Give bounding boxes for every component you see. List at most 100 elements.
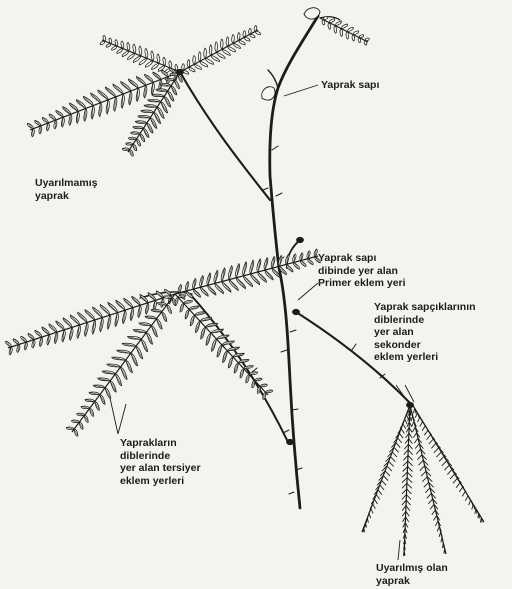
folded-leaflet bbox=[478, 513, 480, 518]
folded-leaflet bbox=[437, 526, 441, 531]
leader-line bbox=[398, 540, 400, 560]
pinna-body bbox=[175, 21, 262, 80]
leader-line bbox=[118, 404, 126, 434]
pinna bbox=[3, 282, 179, 361]
leaflet-groups bbox=[3, 8, 484, 556]
label-line: diblerinde bbox=[374, 314, 476, 327]
folded-leaflet bbox=[405, 414, 409, 419]
stem-segment bbox=[190, 294, 288, 442]
leaflet-vein bbox=[119, 95, 127, 106]
folded-leaflet bbox=[459, 487, 466, 492]
pinna-body bbox=[98, 32, 183, 81]
closed-pinna bbox=[412, 404, 484, 523]
leader-line bbox=[284, 85, 318, 96]
folded-leaflet bbox=[373, 494, 380, 499]
label-tertiary-pulvini: Yaprakların diblerinde yer alan tersiyer… bbox=[120, 437, 201, 487]
label-line: yaprak bbox=[35, 190, 97, 203]
rachis bbox=[320, 18, 368, 42]
folded-leaflet bbox=[363, 527, 365, 532]
leaflet-vein bbox=[82, 110, 89, 120]
folded-leaflet bbox=[371, 499, 377, 504]
pinna bbox=[172, 243, 322, 306]
leaflet-vein bbox=[96, 104, 104, 115]
thorn bbox=[290, 330, 296, 332]
label-line: Yaprak sapı bbox=[318, 252, 406, 265]
leaflet-vein bbox=[67, 116, 73, 124]
thorn bbox=[252, 368, 257, 372]
rachis bbox=[102, 40, 180, 72]
label-line: Yaprakların bbox=[120, 437, 201, 450]
leaflet-vein bbox=[142, 87, 149, 97]
label-line: Primer eklem yeri bbox=[318, 277, 406, 290]
label-line: Uyarılmış olan bbox=[376, 562, 448, 575]
label-leader-lines bbox=[110, 85, 414, 560]
label-line: yer alan bbox=[374, 326, 476, 339]
label-unstimulated-leaf: Uyarılmamış yaprak bbox=[35, 177, 97, 202]
pinna bbox=[98, 32, 183, 81]
label-line: yaprak bbox=[376, 575, 448, 588]
pinna bbox=[317, 12, 371, 49]
folded-leaflet bbox=[370, 504, 375, 509]
label-primary-pulvinus: Yaprak sapı dibinde yer alan Primer ekle… bbox=[318, 252, 406, 290]
pulvinus-mark bbox=[287, 439, 294, 444]
folded-leaflet bbox=[412, 427, 418, 432]
closed-pinna bbox=[402, 405, 413, 556]
leaflet bbox=[122, 49, 129, 58]
label-line: eklem yerleri bbox=[374, 351, 476, 364]
pinna bbox=[166, 286, 277, 403]
label-line: yer alan tersiyer bbox=[120, 462, 201, 475]
folded-leaflet bbox=[432, 510, 439, 515]
thorn bbox=[276, 193, 282, 196]
thorn bbox=[352, 344, 356, 350]
thorn bbox=[272, 146, 278, 150]
label-line: sekonder bbox=[374, 339, 476, 352]
folded-leaflet bbox=[415, 413, 419, 418]
leader-line bbox=[110, 398, 118, 434]
pulvinus-mark bbox=[297, 237, 304, 242]
label-line: Uyarılmamış bbox=[35, 177, 97, 190]
folded-leaflet bbox=[368, 513, 371, 518]
rachis bbox=[175, 256, 318, 294]
label-line: Yaprak sapı bbox=[321, 79, 379, 92]
pinna-body bbox=[166, 286, 277, 403]
folded-leaflet bbox=[398, 429, 405, 434]
folded-leaflet bbox=[481, 518, 483, 523]
folded-leaflet bbox=[369, 509, 373, 514]
stem-segment bbox=[180, 72, 270, 200]
leaflet-vein bbox=[111, 98, 119, 109]
leaflet-vein bbox=[104, 101, 112, 112]
pulvinus-mark bbox=[293, 309, 300, 314]
label-line: eklem yerleri bbox=[120, 475, 201, 488]
pinna-body bbox=[3, 282, 179, 361]
thorn bbox=[281, 350, 287, 352]
thorn bbox=[289, 492, 294, 494]
pinna-body bbox=[172, 243, 322, 306]
leaflet-vein bbox=[126, 92, 134, 103]
folded-leaflet bbox=[402, 419, 407, 424]
closed-pinna bbox=[362, 405, 410, 532]
label-line: Yaprak sapçıklarının bbox=[374, 301, 476, 314]
label-stimulated-leaf: Uyarılmış olan yaprak bbox=[376, 562, 448, 587]
folded-leaflet bbox=[400, 424, 406, 429]
leaflet-vein bbox=[74, 113, 81, 122]
closed-pinna bbox=[410, 405, 446, 554]
leader-line bbox=[298, 283, 318, 300]
leaflet-vein bbox=[134, 90, 141, 101]
leaflet-vein bbox=[150, 84, 156, 93]
label-petiole: Yaprak sapı bbox=[321, 79, 379, 92]
stem-segment bbox=[268, 70, 278, 88]
pinna bbox=[175, 21, 262, 80]
folded-leaflet bbox=[444, 549, 446, 554]
folded-leaflet bbox=[424, 430, 431, 435]
rachis bbox=[180, 30, 258, 72]
bud bbox=[262, 87, 275, 100]
folded-leaflet bbox=[418, 417, 423, 422]
pinna-body bbox=[317, 12, 371, 49]
folded-leaflet bbox=[469, 500, 473, 505]
label-line: dibinde yer alan bbox=[318, 265, 406, 278]
label-secondary-pulvini: Yaprak sapçıklarının diblerinde yer alan… bbox=[374, 301, 476, 364]
folded-leaflet bbox=[365, 523, 367, 528]
leaflet-vein bbox=[89, 107, 97, 118]
folded-leaflet bbox=[443, 543, 445, 548]
